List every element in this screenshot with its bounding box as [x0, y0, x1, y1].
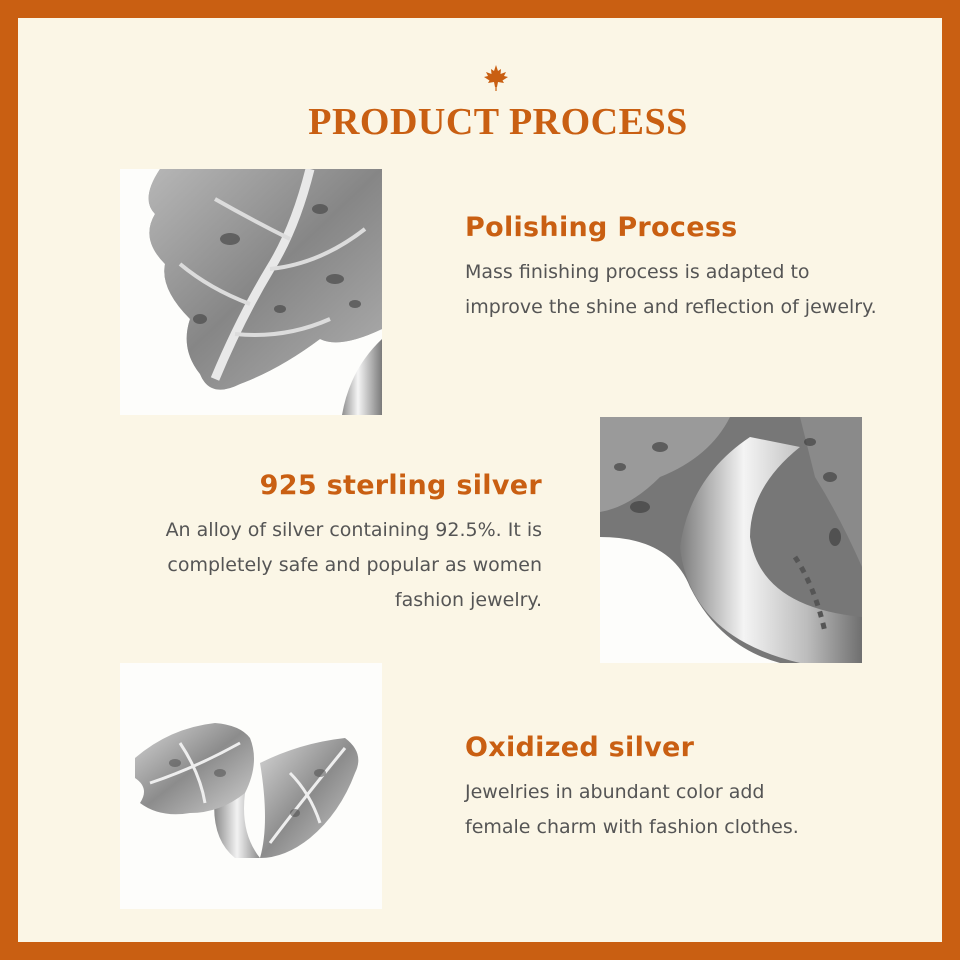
description-line: fashion jewelry. — [394, 589, 542, 611]
maple-leaf-icon — [484, 65, 508, 91]
section-description: Mass finishing process is adapted to imp… — [465, 255, 925, 325]
description-line: female charm with fashion clothes. — [465, 816, 799, 838]
description-line: Jewelries in abundant color add — [465, 781, 765, 803]
section-sterling-silver: 925 sterling silver An alloy of silver c… — [118, 470, 542, 618]
description-line: completely safe and popular as women — [167, 554, 542, 576]
product-photo-leaf-detail — [120, 169, 382, 415]
section-polishing: Polishing Process Mass finishing process… — [465, 212, 925, 325]
section-heading: Polishing Process — [465, 212, 738, 243]
description-line: improve the shine and reflection of jewe… — [465, 296, 877, 318]
section-heading: 925 sterling silver — [259, 470, 542, 501]
description-line: An alloy of silver containing 92.5%. It … — [165, 519, 542, 541]
section-heading: Oxidized silver — [465, 732, 695, 763]
description-line: Mass finishing process is adapted to — [465, 261, 810, 283]
product-photo-full-ring — [120, 663, 382, 909]
section-oxidized-silver: Oxidized silver Jewelries in abundant co… — [465, 732, 925, 845]
section-description: Jewelries in abundant color add female c… — [465, 775, 925, 845]
product-photo-band-closeup — [600, 417, 862, 663]
page-title: PRODUCT PROCESS — [308, 101, 688, 143]
section-description: An alloy of silver containing 92.5%. It … — [118, 513, 542, 618]
